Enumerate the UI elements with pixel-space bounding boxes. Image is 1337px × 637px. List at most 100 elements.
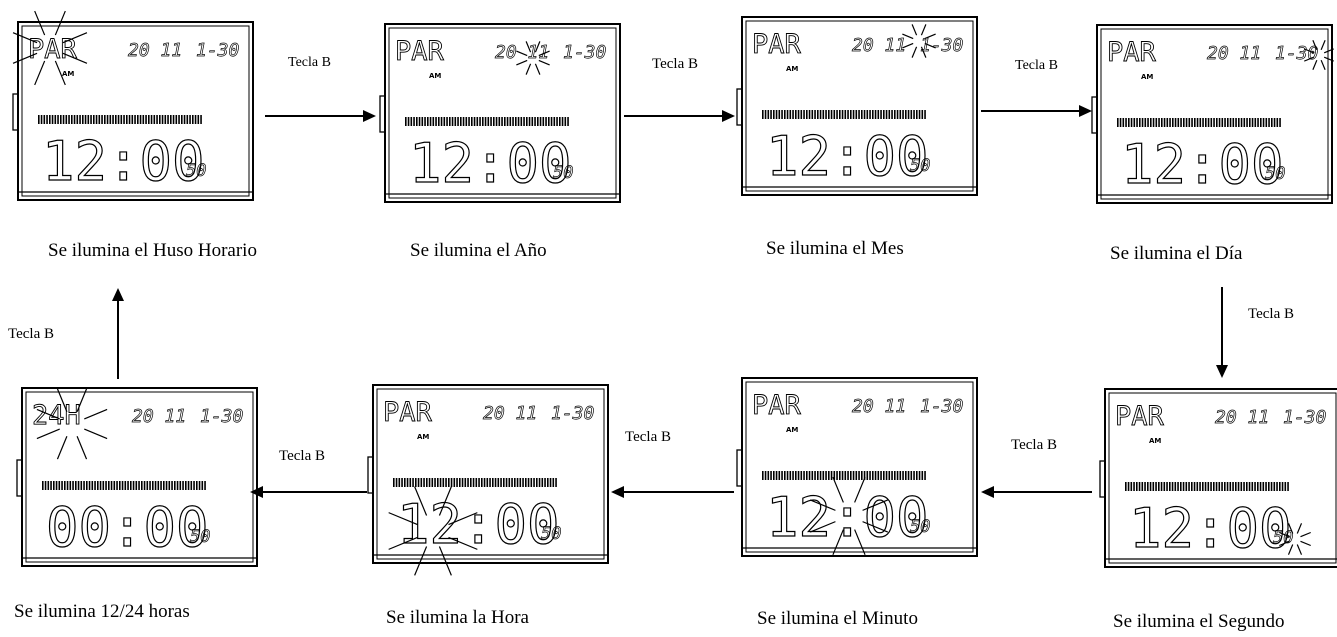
- blink-burst-icon: [516, 41, 550, 75]
- lcd-seconds: 50: [541, 524, 561, 544]
- key-label-1: Tecla B: [288, 55, 331, 70]
- lcd-year: 20 11: [128, 40, 182, 61]
- lcd-bar-strip: [42, 481, 206, 490]
- lcd-date: 1-30: [551, 403, 594, 424]
- blink-burst-icon: [36, 388, 108, 460]
- lcd-am-indicator: AM: [62, 70, 74, 78]
- caption-second: Se ilumina el Segundo: [1113, 611, 1285, 632]
- arrow-right-1: [265, 108, 377, 124]
- lcd-year: 20 11: [132, 406, 186, 427]
- lcd-line1: 24H: [32, 400, 81, 431]
- lcd-am-indicator: AM: [1149, 437, 1161, 445]
- lcd-line1: PAR: [383, 397, 433, 428]
- lcd-am-indicator: AM: [417, 433, 429, 441]
- arrow-left-2: [611, 484, 735, 500]
- lcd-line1: PAR: [752, 29, 802, 60]
- caption-day: Se ilumina el Día: [1110, 243, 1243, 264]
- lcd-bar-strip: [38, 115, 202, 124]
- lcd-seconds: 50: [1273, 528, 1293, 548]
- lcd-year: 20 11: [483, 403, 537, 424]
- arrow-down: [1214, 287, 1230, 379]
- lcd-bar-strip: [762, 110, 926, 119]
- lcd-bar-strip: [405, 117, 569, 126]
- lcd-time: 12:00: [409, 132, 572, 195]
- blink-burst-icon: [809, 476, 889, 556]
- key-label-2: Tecla B: [652, 56, 699, 72]
- caption-month: Se ilumina el Mes: [766, 238, 904, 259]
- lcd-year: 20 11: [1215, 407, 1269, 428]
- lcd-line1: PAR: [28, 34, 78, 65]
- key-label-4: Tecla B: [1248, 306, 1295, 322]
- lcd-am-indicator: AM: [786, 426, 798, 434]
- lcd-year: 20 11: [495, 42, 549, 63]
- lcd-am-indicator: AM: [1141, 73, 1153, 81]
- lcd-year: 20 11: [852, 35, 906, 56]
- lcd-am-indicator: AM: [786, 65, 798, 73]
- blink-burst-icon: [902, 24, 936, 58]
- lcd-year: 20 11: [1207, 43, 1261, 64]
- lcd-date: 1-30: [920, 396, 963, 417]
- lcd-bar-strip: [762, 471, 926, 480]
- blink-burst-icon: [1279, 523, 1311, 555]
- lcd-time: 12:00: [1129, 497, 1292, 560]
- lcd-bar-strip: [1125, 482, 1289, 491]
- caption-minute: Se ilumina el Minuto: [757, 608, 918, 629]
- arrow-up: [110, 288, 126, 380]
- lcd-date: 1-30: [563, 42, 606, 63]
- lcd-seconds: 50: [190, 527, 210, 547]
- key-label-8: Tecla B: [8, 326, 55, 342]
- lcd-seconds: 50: [553, 163, 573, 183]
- lcd-seconds: 50: [186, 161, 206, 181]
- blink-burst-icon: [12, 10, 88, 86]
- key-label-6: Tecla B: [625, 429, 672, 445]
- lcd-date: 1-30: [196, 40, 239, 61]
- caption-year: Se ilumina el Año: [410, 240, 547, 261]
- arrow-left-3: [250, 484, 368, 500]
- lcd-date: 1-30: [1275, 43, 1318, 64]
- lcd-time: 12:00: [42, 130, 205, 193]
- lcd-date: 1-30: [1283, 407, 1326, 428]
- arrow-right-2: [624, 108, 736, 124]
- blink-burst-icon: [388, 486, 478, 576]
- lcd-seconds: 50: [910, 156, 930, 176]
- lcd-seconds: 50: [1265, 164, 1285, 184]
- lcd-line1: PAR: [752, 390, 802, 421]
- lcd-bar-strip: [393, 478, 557, 487]
- blink-burst-icon: [1303, 39, 1335, 71]
- lcd-line1: PAR: [395, 36, 445, 67]
- lcd-date: 1-30: [200, 406, 243, 427]
- arrow-right-3: [981, 103, 1093, 119]
- lcd-seconds: 50: [910, 517, 930, 537]
- lcd-time: 00:00: [46, 496, 209, 559]
- key-label-3: Tecla B: [1015, 58, 1058, 73]
- caption-time-zone: Se ilumina el Huso Horario: [48, 240, 257, 261]
- key-label-7: Tecla B: [279, 448, 326, 464]
- lcd-time: 12:00: [766, 125, 929, 188]
- lcd-date: 1-30: [920, 35, 963, 56]
- lcd-line1: PAR: [1107, 37, 1157, 68]
- caption-12-24: Se ilumina 12/24 horas: [14, 601, 190, 622]
- lcd-time: 12:00: [766, 486, 929, 549]
- key-label-5: Tecla B: [1011, 437, 1058, 453]
- arrow-left-1: [981, 484, 1093, 500]
- caption-hour: Se ilumina la Hora: [386, 607, 529, 628]
- lcd-line1: PAR: [1115, 401, 1165, 432]
- lcd-bar-strip: [1117, 118, 1281, 127]
- lcd-time: 12:00: [397, 493, 560, 556]
- lcd-am-indicator: AM: [429, 72, 441, 80]
